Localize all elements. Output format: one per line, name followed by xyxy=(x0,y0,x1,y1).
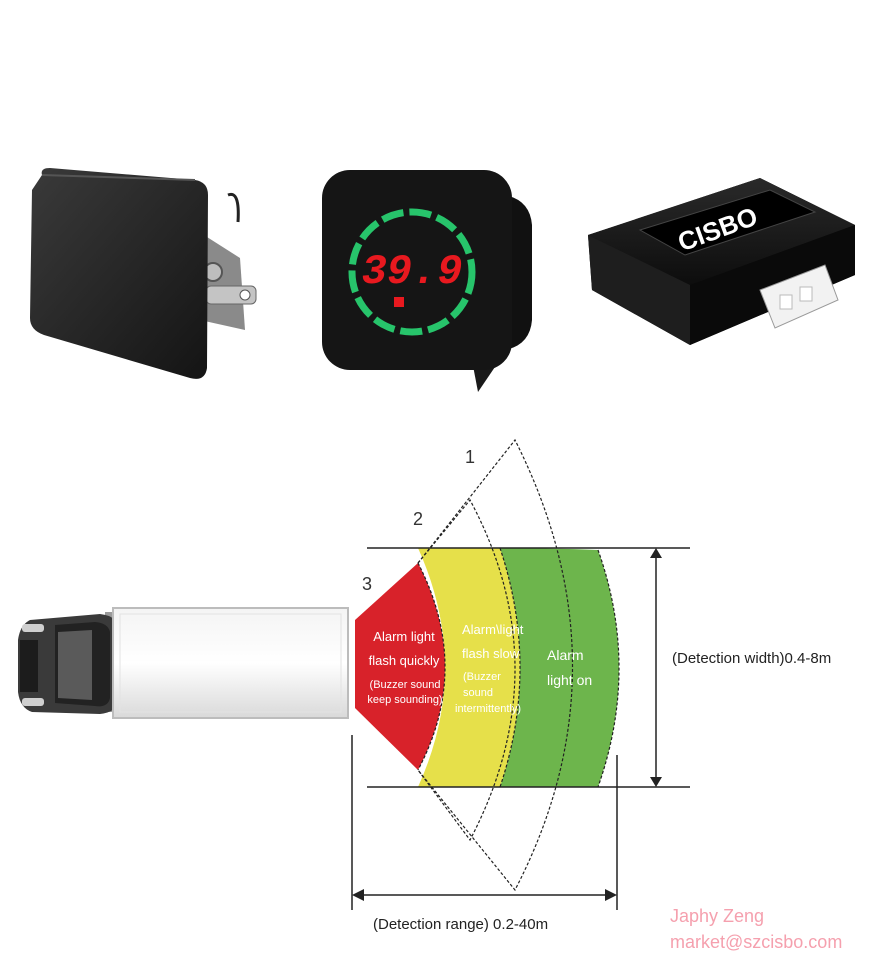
zone-yellow xyxy=(418,548,520,787)
green-zone-line2: light on xyxy=(547,672,592,688)
display-unit: 39.9 xyxy=(322,170,532,392)
yellow-zone-line3: (Buzzer xyxy=(463,671,501,683)
zone-marker-1: 1 xyxy=(465,447,475,467)
red-zone-line1: Alarm light xyxy=(373,629,435,644)
yellow-zone-line4: sound xyxy=(463,687,493,699)
range-dimension xyxy=(351,735,618,910)
detection-width-label: (Detection width)0.4-8m xyxy=(672,650,831,667)
width-dimension xyxy=(367,547,690,788)
led-ring xyxy=(348,208,476,336)
yellow-zone-line5: intermittently) xyxy=(455,703,521,715)
watermark-name: Japhy Zeng xyxy=(670,906,764,926)
controller-box: CISBO xyxy=(588,178,855,345)
zone-marker-3: 3 xyxy=(362,574,372,594)
zone-marker-2: 2 xyxy=(413,509,423,529)
detection-range-label: (Detection range) 0.2-40m xyxy=(373,916,548,933)
yellow-zone-line2: flash slow xyxy=(462,646,520,661)
watermark-email: market@szcisbo.com xyxy=(670,932,842,952)
display-indicator xyxy=(394,297,404,307)
truck xyxy=(18,607,349,719)
red-zone-line2: flash quickly xyxy=(369,653,440,668)
display-reading: 39.9 xyxy=(362,248,463,296)
radar-sensor xyxy=(30,168,257,379)
zone-green xyxy=(500,548,619,787)
red-zone-line3: (Buzzer sound xyxy=(370,679,441,691)
zone-red xyxy=(355,563,445,770)
controller-connector xyxy=(759,264,839,329)
detection-zones xyxy=(355,438,620,892)
red-zone-line4: keep sounding) xyxy=(367,694,442,706)
yellow-zone-line1: Alarm\light xyxy=(462,622,524,637)
green-zone-line1: Alarm xyxy=(547,647,584,663)
